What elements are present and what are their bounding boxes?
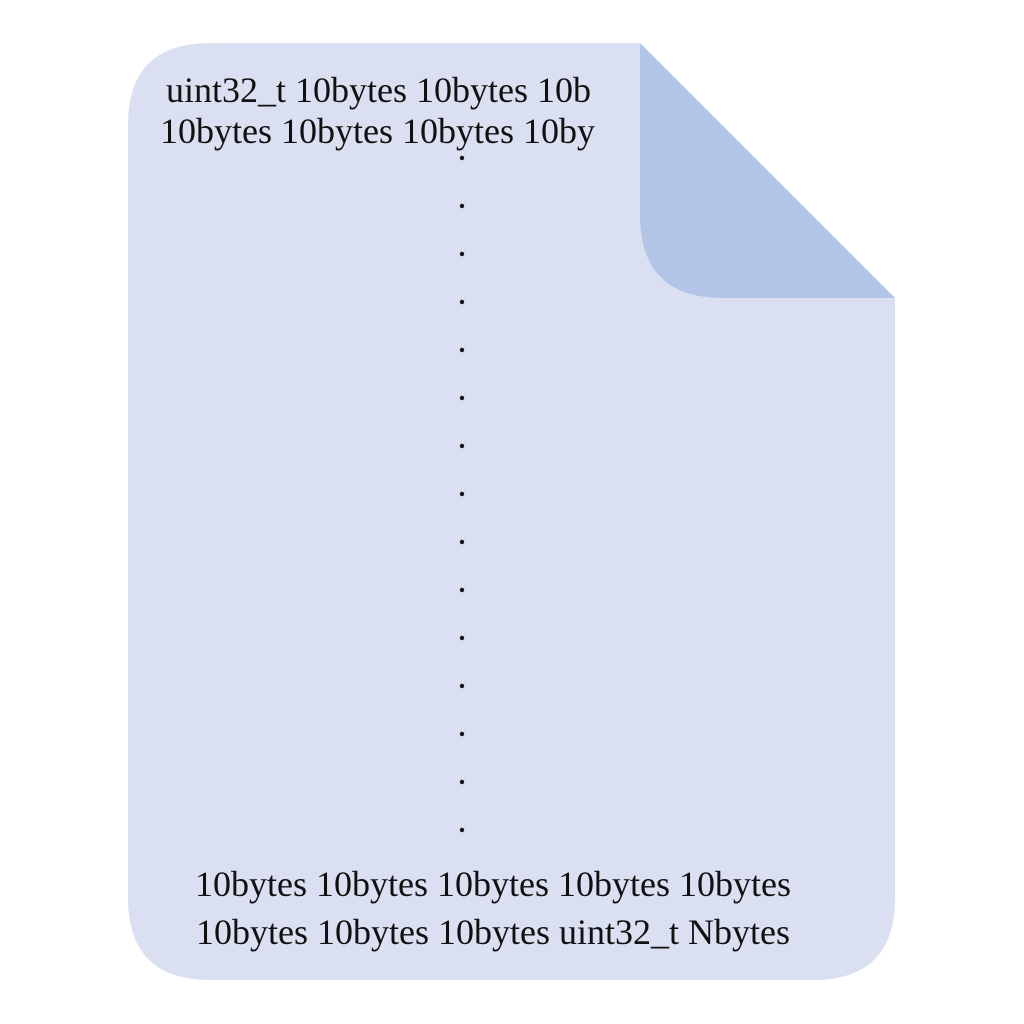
ellipsis-dot [459, 539, 465, 545]
file-header-region: uint32_t 10bytes 10bytes 10b 10bytes 10b… [130, 64, 638, 164]
footer-line-1: 10bytes 10bytes 10bytes 10bytes 10bytes [195, 864, 791, 904]
ellipsis-dot [459, 491, 465, 497]
ellipsis-dot [459, 731, 465, 737]
footer-line-2: 10bytes 10bytes 10bytes uint32_t Nbytes [196, 912, 790, 952]
ellipsis-dot [459, 203, 465, 209]
ellipsis-dots [459, 155, 465, 833]
file-footer-region: 10bytes 10bytes 10bytes 10bytes 10bytes … [130, 862, 896, 962]
ellipsis-dot [459, 155, 465, 161]
ellipsis-dot [459, 395, 465, 401]
folded-corner [640, 43, 895, 298]
ellipsis-dot [459, 635, 465, 641]
ellipsis-dot [459, 443, 465, 449]
ellipsis-dot [459, 299, 465, 305]
ellipsis-dot [459, 251, 465, 257]
ellipsis-dot [459, 347, 465, 353]
ellipsis-dot [459, 587, 465, 593]
header-line-1: uint32_t 10bytes 10bytes 10b [166, 70, 591, 110]
header-line-2: 10bytes 10bytes 10bytes 10by [160, 111, 595, 151]
ellipsis-dot [459, 683, 465, 689]
ellipsis-dot [459, 827, 465, 833]
ellipsis-dot [459, 779, 465, 785]
